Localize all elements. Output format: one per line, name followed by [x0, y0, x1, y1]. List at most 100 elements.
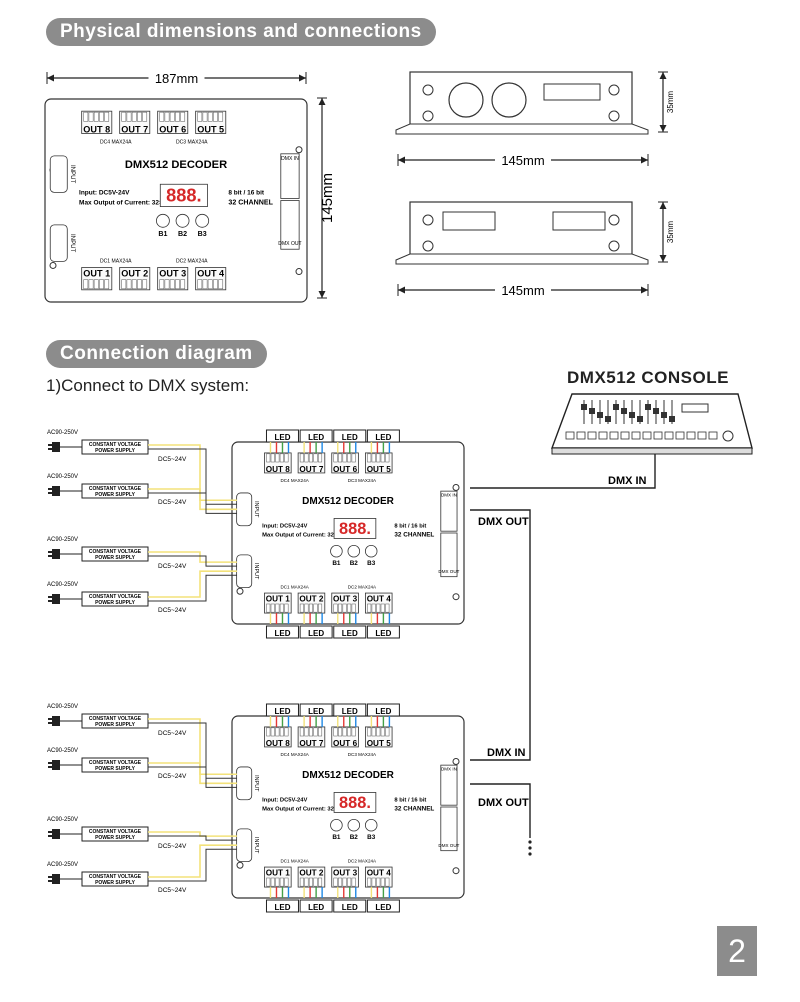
input-label: INPUT — [69, 165, 76, 184]
console-key — [642, 431, 652, 440]
terminal-pin — [126, 279, 132, 290]
output-label: OUT 2 — [299, 594, 324, 603]
display-digits: 888. — [339, 794, 371, 812]
dc-label: DC1 MAX24A — [280, 585, 309, 590]
output-label: OUT 2 — [299, 868, 324, 877]
led-box — [299, 625, 333, 639]
output-label: OUT 3 — [333, 594, 358, 603]
side-hole — [422, 84, 434, 96]
terminal-pin — [385, 603, 390, 613]
terminal-pin — [266, 727, 271, 737]
console-fader — [613, 404, 619, 410]
terminal-pin — [126, 111, 132, 122]
terminal-pin — [351, 877, 356, 887]
terminal-pin — [308, 603, 313, 613]
terminal-pin — [333, 727, 338, 737]
terminal-pin — [347, 877, 352, 887]
decoder-bit-mode: 8 bit / 16 bit — [394, 798, 426, 804]
terminal-pin — [270, 453, 275, 463]
dc-wire — [148, 844, 237, 878]
terminal-pin — [218, 111, 224, 122]
dmx-in-label: DMX IN — [281, 156, 299, 162]
dmx-out-label: DMX OUT — [438, 843, 459, 848]
terminal-pin — [367, 603, 372, 613]
button-label: B2 — [350, 560, 359, 567]
terminal-pin — [338, 877, 343, 887]
terminal-pin — [99, 279, 104, 290]
display-digits: 888. — [166, 185, 202, 206]
psu-label: POWER SUPPLY — [95, 600, 135, 606]
button-1 — [156, 213, 170, 228]
terminal-pin — [304, 453, 309, 463]
output-label: OUT 7 — [121, 124, 148, 134]
dc-wire — [148, 555, 237, 567]
terminal-pin — [308, 453, 313, 463]
terminal-pin — [351, 453, 356, 463]
continuation-dot — [528, 840, 532, 844]
terminal-pin — [318, 453, 323, 463]
led-label: LED — [308, 629, 324, 638]
terminal-pin — [202, 111, 208, 122]
dc-label: DC2 MAX24A — [348, 859, 377, 864]
dim-145v-label: 145mm — [319, 173, 336, 223]
dim-187-bg — [148, 69, 205, 87]
terminal-pin — [371, 877, 376, 887]
terminal-pin — [371, 727, 376, 737]
terminal-pin — [342, 453, 347, 463]
terminal-pin — [338, 727, 343, 737]
led-label: LED — [274, 707, 290, 716]
dmx-out-block — [440, 532, 458, 578]
side-slot — [552, 211, 606, 231]
console-key — [598, 431, 608, 440]
terminal-pin — [304, 727, 309, 737]
ac-label: AC90-250V — [47, 582, 78, 588]
terminal-pin — [351, 727, 356, 737]
button-3 — [364, 818, 378, 832]
dc-label: DC5~24V — [158, 456, 187, 463]
mount-hole — [452, 484, 460, 491]
terminal-pin — [175, 279, 180, 290]
ac-label: AC90-250V — [47, 704, 78, 710]
terminal-pin — [376, 453, 381, 463]
terminal-pin — [180, 279, 186, 290]
terminal-pin — [99, 111, 104, 122]
led-label: LED — [308, 903, 324, 912]
dc-wire — [148, 718, 237, 776]
terminal-pin — [142, 279, 148, 290]
terminal-pin — [202, 279, 208, 290]
terminal-pin — [175, 111, 180, 122]
section-title-connection: Connection diagram — [46, 340, 267, 368]
plug-icon — [52, 442, 60, 452]
terminal-pin — [279, 603, 284, 613]
dc-wire — [148, 444, 237, 502]
xlr-connector — [491, 82, 527, 118]
dmx-out-label: DMX OUT — [278, 241, 301, 247]
input-block — [236, 828, 253, 863]
side-hole — [608, 110, 620, 122]
side-view-2-w-label: 145mm — [501, 283, 544, 298]
terminal-pin — [313, 453, 318, 463]
ac-label: AC90-250V — [47, 537, 78, 543]
dc-label: DC5~24V — [158, 773, 187, 780]
console-title: DMX512 CONSOLE — [567, 368, 729, 387]
terminal-pin — [304, 603, 309, 613]
led-box — [366, 899, 400, 913]
display-digits: 888. — [339, 520, 371, 538]
console-key — [664, 431, 674, 440]
terminal-pin — [371, 603, 376, 613]
led-label: LED — [342, 903, 358, 912]
side-view-2-h-arrow — [659, 255, 667, 262]
terminal-pin — [351, 603, 356, 613]
button-1 — [330, 818, 343, 832]
terminal-pin — [380, 453, 385, 463]
side-view-2-w-arrow — [641, 286, 648, 294]
terminal-pin — [213, 111, 218, 122]
side-view-2-w-arrow — [398, 286, 405, 294]
console-knob — [722, 430, 734, 442]
mount-hole — [452, 867, 460, 875]
console-key — [609, 431, 619, 440]
mount-hole — [295, 146, 303, 154]
